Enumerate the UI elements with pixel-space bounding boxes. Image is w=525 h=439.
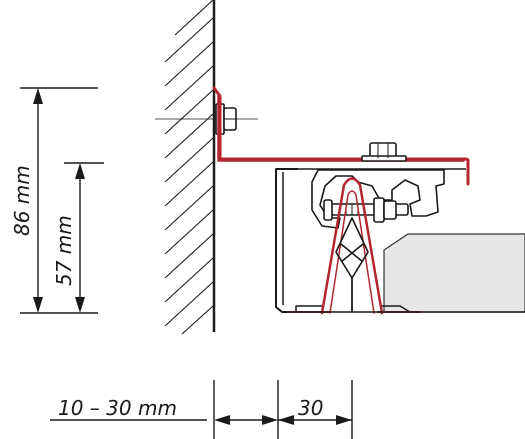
- inner-spring: [335, 217, 369, 279]
- panel-edge-profile: [295, 305, 411, 313]
- rail-frame-outline: [275, 168, 298, 313]
- red-spring-clip-inner: [329, 190, 375, 314]
- red-spring-clip: [320, 177, 384, 315]
- ceiling-panel: [383, 233, 525, 313]
- top-hex-bolt: [361, 142, 407, 162]
- dimension-10-30mm: 10 – 30 mm: [50, 380, 279, 439]
- red-l-bracket: [212, 86, 470, 186]
- inner-spring-cross: [340, 243, 364, 263]
- dimension-86mm: 86 mm: [10, 87, 98, 314]
- dimension-30-label: 30: [298, 396, 323, 420]
- dimension-57mm: 57 mm: [52, 162, 104, 313]
- dimension-86mm-label: 86 mm: [10, 165, 34, 236]
- dimension-30: 30: [278, 380, 353, 439]
- wall-hatching: [164, 0, 214, 335]
- dimension-57mm-label: 57 mm: [52, 215, 76, 286]
- dimension-10-30mm-label: 10 – 30 mm: [58, 396, 177, 420]
- red-bracket-inner: [217, 95, 465, 162]
